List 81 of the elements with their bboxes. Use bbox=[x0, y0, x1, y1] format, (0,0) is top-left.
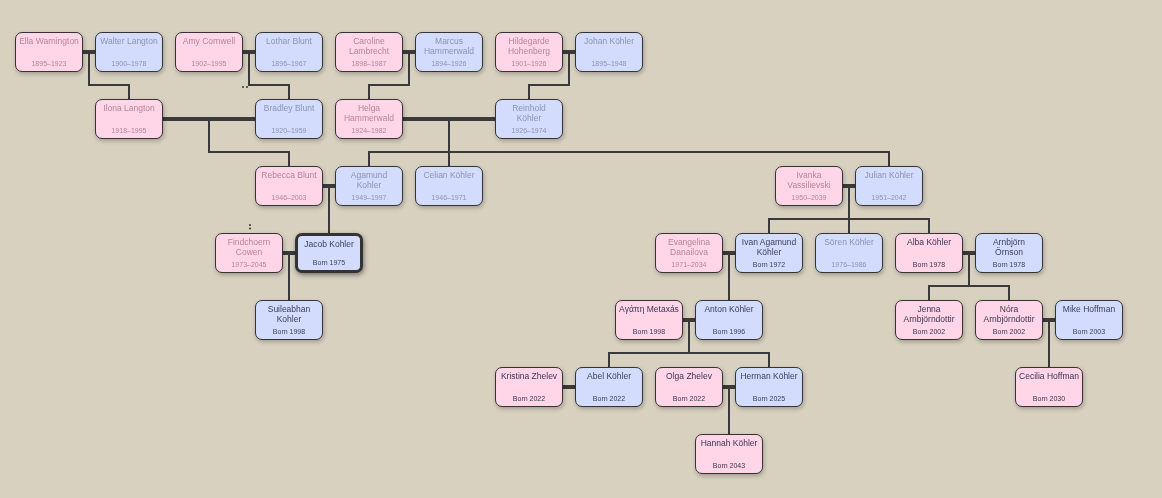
descent-line bbox=[728, 252, 736, 301]
person-name: Amy Cornwell bbox=[181, 36, 237, 46]
person-name: Evangelina Danailova bbox=[666, 237, 712, 257]
person-card bbox=[695, 434, 763, 474]
person-name: Ivan Agamund Köhler bbox=[740, 237, 798, 257]
person-name: Bradley Blunt bbox=[262, 103, 316, 113]
person-name: Ilona Langton bbox=[102, 103, 156, 113]
person-name: Caroline Lambrecht bbox=[347, 36, 391, 56]
person-card bbox=[495, 99, 563, 139]
descent-line bbox=[728, 386, 736, 435]
person-name: Julian Köhler bbox=[863, 170, 915, 180]
person-card bbox=[575, 32, 643, 72]
descent-line bbox=[208, 118, 290, 167]
person-name: Αγάπη Metaxás bbox=[619, 304, 679, 314]
marriage-line bbox=[563, 385, 575, 389]
person-card bbox=[775, 166, 843, 206]
person-name: Sören Köhler bbox=[823, 237, 875, 247]
person-card bbox=[695, 300, 763, 340]
descent-line bbox=[328, 185, 336, 234]
person-card bbox=[1055, 300, 1123, 340]
person-card bbox=[415, 32, 483, 72]
person-card bbox=[735, 367, 803, 407]
person-name: Hannah Köhler bbox=[699, 438, 759, 448]
person-name: Abel Köhler bbox=[586, 371, 632, 381]
person-card bbox=[815, 233, 883, 273]
person-name: Jacob Kohler bbox=[303, 239, 355, 249]
person-name: Herman Köhler bbox=[739, 371, 799, 381]
person-name: Cecilia Hoffman bbox=[1019, 371, 1079, 381]
person-card bbox=[415, 166, 483, 206]
person-name: Ella Warnington bbox=[19, 36, 79, 46]
person-card bbox=[95, 32, 163, 72]
person-card bbox=[175, 32, 243, 72]
descent-line bbox=[1048, 319, 1056, 368]
person-card bbox=[335, 166, 403, 206]
person-name: Kristina Zhelev bbox=[499, 371, 559, 381]
person-card bbox=[295, 233, 363, 273]
person-name: Arnbjörn Örnson bbox=[991, 237, 1027, 257]
person-name: Johan Köhler bbox=[582, 36, 636, 46]
person-card bbox=[655, 367, 723, 407]
person-card bbox=[495, 367, 563, 407]
person-name: Reinhold Köhler bbox=[511, 103, 547, 123]
person-name: Rebecca Blunt bbox=[260, 170, 318, 180]
person-card bbox=[335, 32, 403, 72]
person-name: Anton Köhler bbox=[703, 304, 755, 314]
person-card bbox=[255, 99, 323, 139]
person-card bbox=[895, 233, 963, 273]
person-name: Suileabhan Kohler bbox=[266, 304, 312, 324]
person-name: Hildegarde Hohenberg bbox=[506, 36, 552, 56]
person-card bbox=[255, 32, 323, 72]
person-name: Marcus Hammerwald bbox=[422, 36, 476, 56]
person-card bbox=[1015, 367, 1083, 407]
person-name: Walter Langton bbox=[99, 36, 159, 46]
person-name: Lothar Blunt bbox=[265, 36, 313, 46]
person-card bbox=[495, 32, 563, 72]
person-card bbox=[975, 233, 1043, 273]
person-name: Mike Hoffman bbox=[1061, 304, 1117, 314]
person-card bbox=[15, 32, 83, 72]
person-card bbox=[615, 300, 683, 340]
person-name: Olga Zhelev bbox=[665, 371, 713, 381]
person-name: Ivanka Vassilievski bbox=[786, 170, 832, 190]
person-card bbox=[335, 99, 403, 139]
person-name: Jenna Arnbjörndottir bbox=[902, 304, 956, 324]
person-name: Nóra Arnbjörndottir bbox=[982, 304, 1036, 324]
marriage-line bbox=[403, 117, 495, 121]
person-card bbox=[735, 233, 803, 273]
person-name: Helga Hammerwald bbox=[342, 103, 396, 123]
person-name: Alba Köhler bbox=[906, 237, 952, 247]
marriage-line bbox=[163, 117, 255, 121]
person-name: Findchoern Cowen bbox=[226, 237, 272, 257]
person-card bbox=[215, 233, 283, 273]
person-card bbox=[255, 166, 323, 206]
descent-line bbox=[288, 252, 296, 301]
person-card bbox=[855, 166, 923, 206]
person-card bbox=[655, 233, 723, 273]
person-name: Agamund Kohler bbox=[349, 170, 389, 190]
person-card bbox=[575, 367, 643, 407]
person-card bbox=[255, 300, 323, 340]
person-card bbox=[895, 300, 963, 340]
person-card bbox=[975, 300, 1043, 340]
person-card bbox=[95, 99, 163, 139]
person-name: Celian Köhler bbox=[422, 170, 476, 180]
